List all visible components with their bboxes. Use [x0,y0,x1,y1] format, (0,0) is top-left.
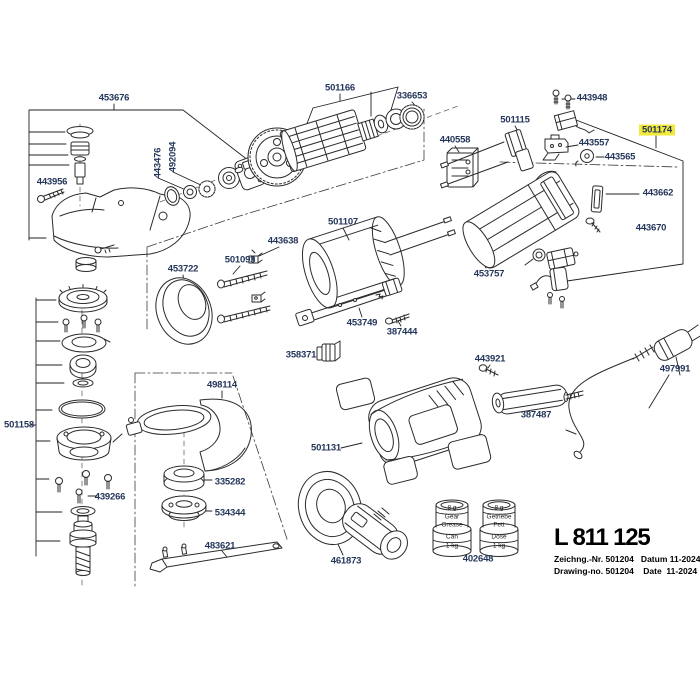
right-can-weight: 8 g [494,504,504,512]
drawing-info-line-2: Drawing-no. 501204 Date 11-2024 [554,566,698,576]
bearing-336653 [399,104,425,130]
part-label-440558[interactable]: 440558 [439,134,471,146]
grease-cans-402648 [432,499,519,557]
part-label-336653[interactable]: 336653 [396,90,428,102]
part-label-453722[interactable]: 453722 [167,263,199,275]
spindle-lock-parts [66,126,94,185]
screws-501093 [217,270,271,324]
part-label-443565[interactable]: 443565 [604,151,636,163]
screw-443956 [37,188,65,203]
drawing-info-line-1: Zeichng.-Nr. 501204 Datum 11-2024 [554,554,700,564]
blank-stickers [335,377,492,485]
side-handle-387487 [491,384,584,415]
part-label-443948[interactable]: 443948 [576,92,608,104]
switch-knob-358371 [316,340,341,362]
part-label-443670[interactable]: 443670 [635,222,667,234]
part-label-443476[interactable]: 443476 [152,147,164,179]
screw-443921 [478,364,499,377]
flange-335282 [163,465,205,492]
armature-assembly-501166 [234,108,407,187]
knob-443565 [575,149,594,167]
brush-holders-501115 [439,129,534,189]
carbon-brush [553,110,595,134]
switch-capacitor-parts [524,247,579,309]
right-can-size2: 1 kg [492,542,506,549]
gear-head-housing [51,187,191,272]
stator-501107 [301,216,456,309]
part-label-387444[interactable]: 387444 [386,326,418,338]
handle-461873 [297,471,408,560]
part-label-461873[interactable]: 461873 [330,555,362,567]
right-can-size1: Dose [491,533,507,540]
part-label-443662[interactable]: 443662 [642,187,674,199]
right-can-name1: Getriebe [486,513,512,521]
model-designation: L 811 125 [554,524,651,551]
part-label-501115[interactable]: 501115 [500,114,530,126]
left-can-name2: Grease [441,521,463,528]
part-label-443921[interactable]: 443921 [474,353,506,365]
part-label-483621[interactable]: 483621 [204,540,236,552]
motor-housing-501131 [368,377,482,467]
brush-holder-443557 [542,134,569,161]
clamping-nut-534344 [161,495,207,521]
part-label-498114[interactable]: 498114 [207,379,237,391]
screw-443670 [585,217,601,233]
right-can-name2: Fett [493,521,505,528]
screw-387444 [385,313,410,325]
power-cord-497991 [565,324,700,460]
part-label-358371[interactable]: 358371 [285,349,317,361]
left-can-size2: 1 kg [445,542,459,549]
part-label-501174-highlighted[interactable]: 501174 [639,124,675,136]
screws-443948 [552,89,572,110]
part-label-492094[interactable]: 492094 [167,141,179,173]
left-can-size1: Can [446,533,458,540]
part-label-453676[interactable]: 453676 [98,92,130,104]
spindle-flange-stack-501158 [55,284,112,493]
part-label-501158[interactable]: 501158 [4,419,34,431]
part-label-453749[interactable]: 453749 [346,317,378,329]
part-label-501107[interactable]: 501107 [328,216,358,228]
part-label-387487[interactable]: 387487 [520,409,552,421]
left-can-name1: Gear [444,513,460,521]
motor-assembly-453757 [462,170,580,269]
screw-439266 [75,488,83,504]
part-label-402648[interactable]: 402648 [462,553,494,565]
part-label-443956[interactable]: 443956 [36,176,68,188]
part-label-443638[interactable]: 443638 [267,235,299,247]
pin-spanner-483621 [149,541,283,573]
part-label-497991[interactable]: 497991 [659,363,691,375]
slider-bar-453749 [295,277,403,327]
wheel-guard-498114 [112,398,252,472]
boot-ring-453722 [155,277,213,345]
part-label-501093[interactable]: 501093 [224,254,256,266]
part-label-534344[interactable]: 534344 [214,507,246,519]
spindle-shaft [69,506,97,576]
part-label-453757[interactable]: 453757 [473,268,505,280]
part-label-335282[interactable]: 335282 [214,476,246,488]
part-label-501166[interactable]: 501166 [325,82,355,94]
part-label-443557[interactable]: 443557 [578,137,610,149]
left-can-weight: 8 g [447,504,457,512]
part-label-439266[interactable]: 439266 [94,491,126,503]
title-block: L 811 125 Zeichng.-Nr. 501204 Datum 11-2… [554,524,700,576]
cover-plate-443662 [590,185,604,213]
part-label-501131[interactable]: 501131 [311,442,341,454]
clips-443638 [248,249,266,303]
